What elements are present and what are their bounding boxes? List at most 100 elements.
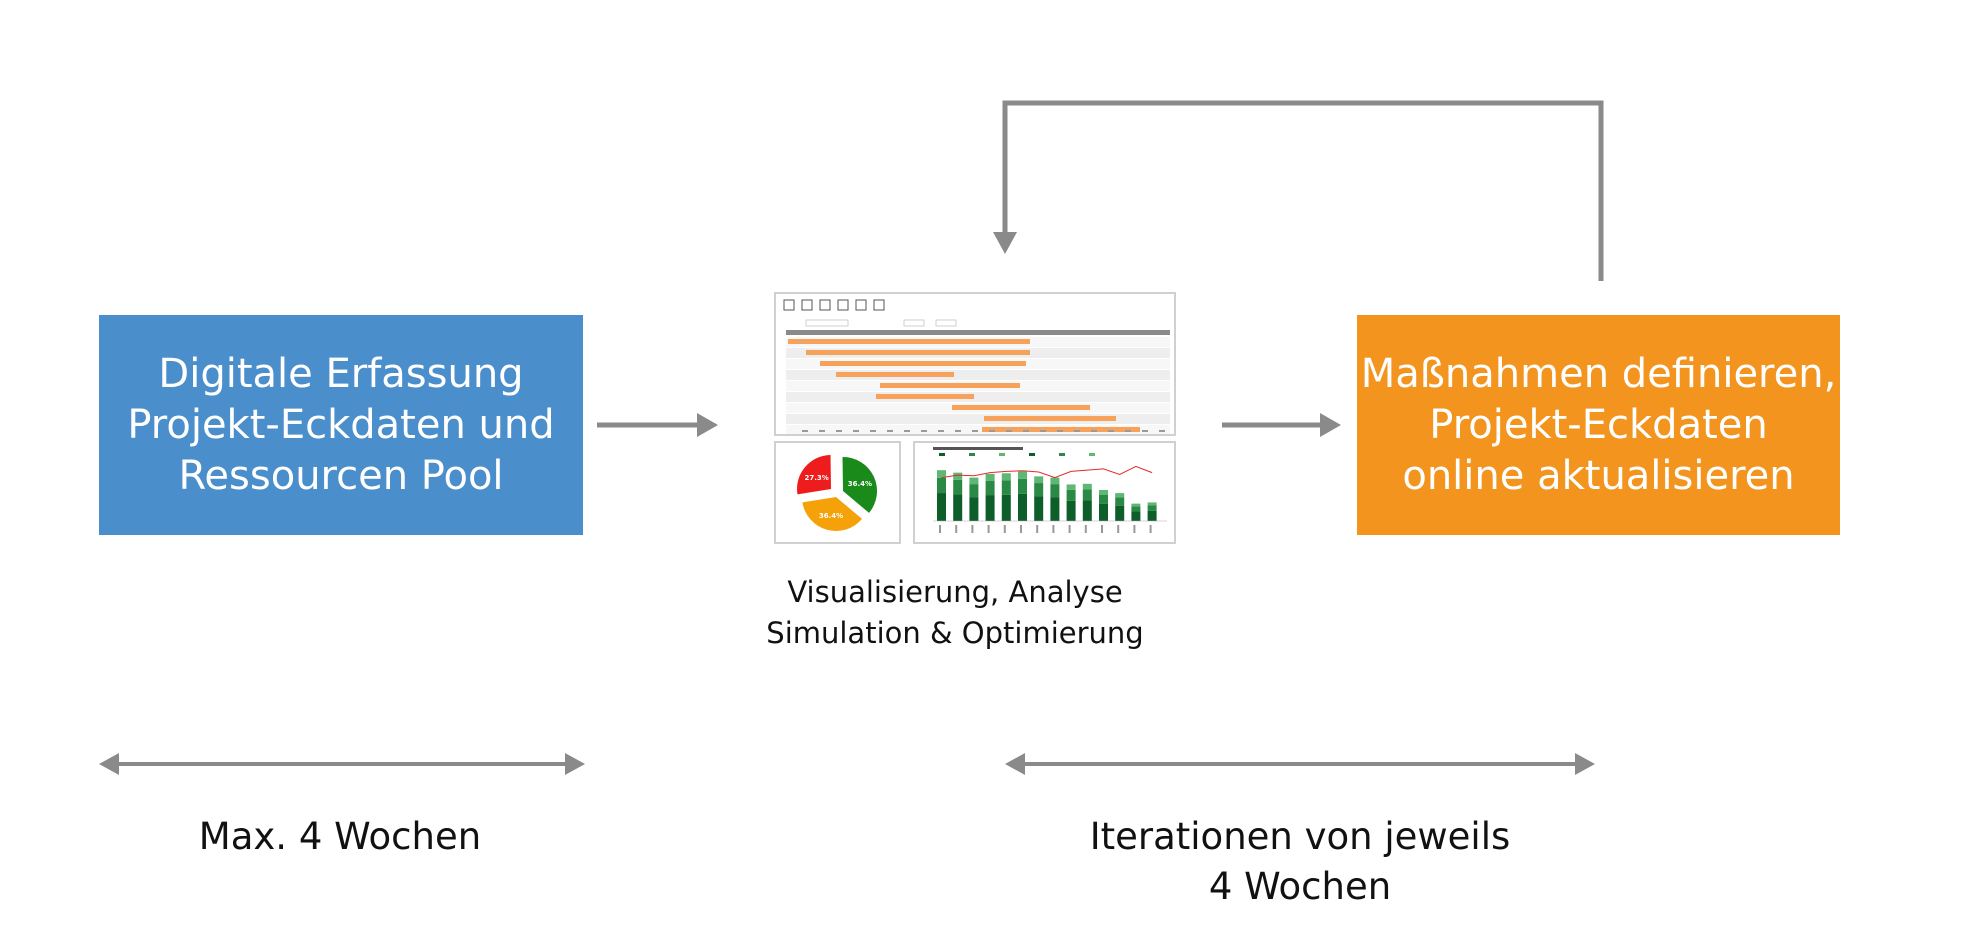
- left-box-line-2: Projekt-Eckdaten und: [127, 401, 555, 448]
- bar: [1115, 497, 1125, 506]
- pie-slice-label: 36.4%: [848, 480, 872, 488]
- left-box-line-3: Ressourcen Pool: [178, 452, 504, 499]
- gantt-axis-tick: [836, 430, 842, 432]
- gantt-axis-tick: [1074, 430, 1080, 432]
- initial-duration-span-left-head: [99, 753, 119, 775]
- bar-chart-legend-swatch: [1029, 453, 1035, 456]
- bar: [1018, 478, 1027, 494]
- bar-axis-tick: [987, 525, 990, 533]
- gantt-axis-tick: [1091, 430, 1097, 432]
- gantt-bar: [820, 361, 1026, 366]
- gantt-axis-tick: [1125, 430, 1131, 432]
- iteration-span-right-head: [1575, 753, 1595, 775]
- pie-slice-label: 27.3%: [805, 474, 829, 482]
- pie-slice: [797, 455, 831, 495]
- bar-chart-thumbnail: [913, 441, 1176, 544]
- gantt-bar: [984, 416, 1116, 421]
- gantt-bar: [880, 383, 1020, 388]
- gantt-row: [786, 392, 1170, 402]
- gantt-axis-tick: [1006, 430, 1012, 432]
- gantt-row: [786, 414, 1170, 424]
- gantt-axis-tick: [802, 430, 808, 432]
- bar: [1099, 503, 1108, 521]
- bar: [953, 494, 963, 521]
- bar: [937, 470, 946, 478]
- bar: [1082, 483, 1092, 490]
- bar: [1034, 496, 1044, 521]
- define-measures-box: Maßnahmen definieren, Projekt-Eckdaten o…: [1357, 315, 1840, 535]
- bar-chart-legend-swatch: [969, 453, 975, 456]
- bar: [1034, 483, 1044, 497]
- bar: [1131, 506, 1141, 512]
- clock-icon: [819, 299, 831, 311]
- bar-axis-tick: [1133, 525, 1136, 533]
- initial-duration-span-right-head: [565, 753, 585, 775]
- bar: [1066, 500, 1076, 521]
- bar-axis-tick: [1149, 525, 1152, 533]
- bar: [953, 479, 963, 495]
- gantt-axis-tick: [1142, 430, 1148, 432]
- bar: [1018, 493, 1027, 521]
- bar-axis-tick: [939, 525, 941, 533]
- pie-chart-thumbnail: 27.3%36.4%36.4%: [774, 441, 901, 544]
- bar: [1050, 484, 1060, 498]
- filter-field: [805, 319, 849, 327]
- bar: [1115, 493, 1125, 498]
- gantt-bar: [952, 405, 1090, 410]
- bar: [969, 477, 979, 485]
- pie-slice: [842, 457, 877, 513]
- bar-chart-legend-swatch: [999, 453, 1005, 456]
- bar: [1018, 471, 1027, 479]
- bar-axis-tick: [1003, 525, 1006, 533]
- bar: [1147, 505, 1157, 511]
- bar: [1001, 473, 1011, 481]
- list-icon: [873, 299, 885, 311]
- gantt-axis-tick: [870, 430, 876, 432]
- bar-axis-tick: [971, 525, 974, 533]
- bar-axis-tick: [1084, 525, 1087, 533]
- bar-chart-legend-swatch: [939, 453, 945, 456]
- gantt-axis-tick: [955, 430, 961, 432]
- bar: [1099, 494, 1108, 504]
- iteration-span-left-head: [1005, 753, 1025, 775]
- feedback-loop-arrow: [1002, 100, 1604, 281]
- bar: [1001, 480, 1011, 495]
- gantt-bar: [876, 394, 974, 399]
- bar: [969, 497, 979, 521]
- bar-chart-legend-swatch: [1059, 453, 1065, 456]
- bar-axis-tick: [955, 525, 958, 533]
- right-box-line-3: online aktualisieren: [1402, 452, 1795, 499]
- people-icon: [855, 299, 867, 311]
- initial-duration-line-1: Max. 4 Wochen: [198, 815, 482, 858]
- gantt-bar: [836, 372, 954, 377]
- gantt-bar: [982, 427, 1140, 432]
- gantt-header: [786, 330, 1170, 335]
- bar-axis-tick: [1068, 525, 1071, 533]
- bar: [1131, 511, 1141, 521]
- bar: [1099, 490, 1108, 495]
- bar: [953, 472, 963, 480]
- bar: [1050, 497, 1060, 521]
- gantt-axis-tick: [853, 430, 859, 432]
- analysis-caption-line-1: Visualisierung, Analyse: [787, 575, 1123, 609]
- bar: [1050, 477, 1060, 485]
- bar-axis-tick: [1020, 525, 1022, 533]
- bar: [1001, 494, 1011, 521]
- gantt-axis-tick: [1108, 430, 1114, 432]
- arrow-to-measures-head: [1320, 413, 1341, 437]
- gantt-thumbnail: [774, 292, 1176, 446]
- gantt-axis-tick: [989, 430, 995, 432]
- bar: [1066, 489, 1076, 501]
- iteration-duration-line-1: Iterationen von jeweils: [1089, 815, 1511, 858]
- bar: [985, 495, 995, 521]
- gantt-row: [786, 370, 1170, 380]
- bar-chart-graphic: [933, 447, 1167, 533]
- bar-chart-title: [933, 447, 1023, 450]
- presentation-icon: [783, 299, 795, 311]
- arrow-to-analysis-head: [697, 413, 718, 437]
- filter-field: [903, 319, 925, 327]
- right-box-line-2: Projekt-Eckdaten: [1429, 401, 1768, 448]
- iteration-duration-label: Iterationen von jeweils 4 Wochen: [1040, 812, 1560, 912]
- gantt-axis-tick: [887, 430, 893, 432]
